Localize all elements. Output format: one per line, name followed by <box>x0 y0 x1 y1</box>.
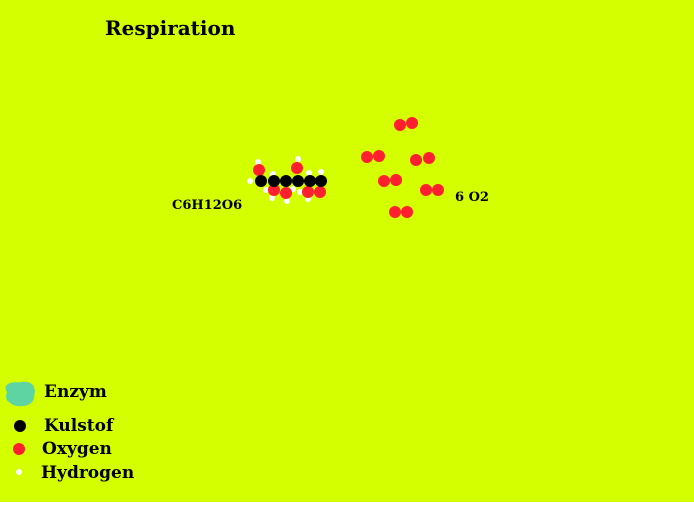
oxygen-atom <box>268 184 280 196</box>
oxygen-formula-label: 6 O2 <box>455 190 489 205</box>
oxygen-atom <box>291 162 303 174</box>
oxygen-atom <box>394 119 406 131</box>
hydrogen-atom <box>255 159 261 165</box>
hydrogen-dot-icon <box>16 469 22 475</box>
hydrogen-atom <box>247 178 253 184</box>
oxygen-atom <box>406 117 418 129</box>
legend-label-hydrogen: Hydrogen <box>41 463 135 483</box>
hydrogen-atom <box>284 198 290 204</box>
hydrogen-atom <box>306 170 312 176</box>
oxygen-atom <box>410 154 422 166</box>
carbon-atom <box>255 175 267 187</box>
hydrogen-atom <box>263 187 269 193</box>
oxygen-atom <box>378 175 390 187</box>
carbon-atom <box>304 175 316 187</box>
oxygen-atom <box>389 206 401 218</box>
carbon-atom <box>292 175 304 187</box>
oxygen-atom <box>423 152 435 164</box>
oxygen-dot-icon <box>13 443 25 455</box>
diagram-title: Respiration <box>105 16 236 40</box>
oxygen-atom <box>280 187 292 199</box>
oxygen-atom <box>253 164 265 176</box>
hydrogen-atom <box>318 169 324 175</box>
oxygen-atom <box>420 184 432 196</box>
oxygen-atom <box>302 186 314 198</box>
oxygen-molecule <box>389 206 413 218</box>
hydrogen-atom <box>295 156 301 162</box>
carbon-atom <box>315 175 327 187</box>
oxygen-molecule <box>420 184 444 196</box>
glucose-formula-label: C6H12O6 <box>172 198 243 213</box>
hydrogen-atom <box>290 186 296 192</box>
oxygen-atom <box>314 186 326 198</box>
legend-label-oxygen: Oxygen <box>42 439 112 459</box>
oxygen-atom <box>401 206 413 218</box>
oxygen-atom <box>432 184 444 196</box>
oxygen-molecule <box>361 150 385 163</box>
oxygen-atom <box>373 150 385 162</box>
legend-label-kulstof: Kulstof <box>44 416 114 436</box>
hydrogen-atom <box>297 189 303 195</box>
enzyme-blob-icon <box>5 381 35 407</box>
carbon-dot-icon <box>14 420 26 432</box>
carbon-atom <box>268 175 280 187</box>
oxygen-atom <box>390 174 402 186</box>
glucose-molecule <box>247 156 327 204</box>
oxygen-molecule <box>394 117 418 131</box>
oxygen-molecule <box>378 174 402 187</box>
oxygen-atom <box>361 151 373 163</box>
carbon-atom <box>280 175 292 187</box>
legend-label-enzym: Enzym <box>44 382 107 402</box>
hydrogen-atom <box>269 195 275 201</box>
oxygen-molecule <box>410 152 435 166</box>
